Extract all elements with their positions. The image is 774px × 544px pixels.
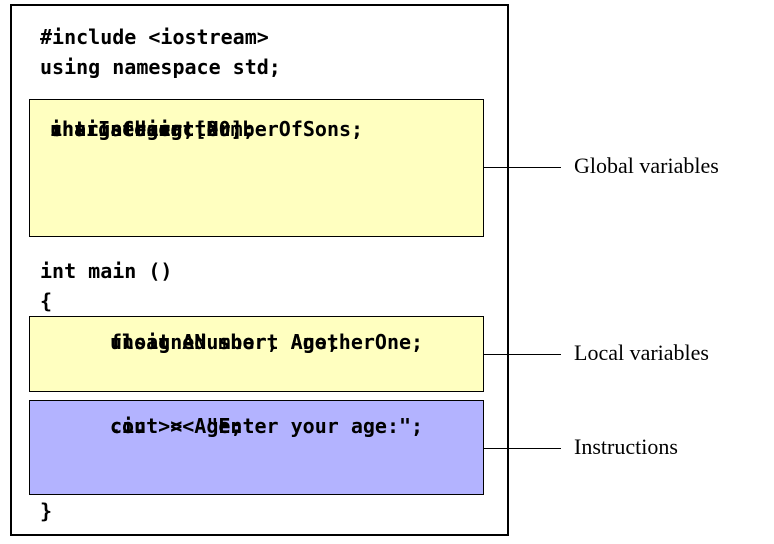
instructions-label: Instructions: [574, 434, 678, 459]
local-leader-line: [483, 354, 561, 355]
code-line: cout << "Enter your age:";: [110, 414, 424, 438]
close-brace-line: }: [40, 499, 53, 523]
code-line: ...: [110, 414, 147, 438]
local-variables-box: unsigned short Age; float ANumber, Anoth…: [29, 316, 484, 392]
code-line: int Integer;: [50, 117, 195, 141]
code-line: char string [20];: [50, 117, 255, 141]
global-variables-label: Global variables: [574, 153, 719, 178]
code-line: unsigned int NumberOfSons;: [50, 117, 364, 141]
closing-code: }: [40, 496, 52, 526]
code-line: cin >> Age;: [110, 414, 243, 438]
include-line: #include <iostream>: [40, 25, 269, 49]
code-line: char aCharacter;: [50, 117, 243, 141]
local-variables-label: Local variables: [574, 340, 709, 365]
global-variables-box: int Integer; char aCharacter; char strin…: [29, 99, 484, 237]
open-brace-line: {: [40, 289, 53, 313]
main-code: int main () {: [40, 256, 172, 316]
instructions-box: cout << "Enter your age:"; cin >> Age; .…: [29, 400, 484, 495]
code-frame: #include <iostream> using namespace std;…: [10, 4, 509, 536]
global-leader-line: [483, 167, 561, 168]
namespace-line: using namespace std;: [40, 55, 281, 79]
code-line: float ANumber, AnotherOne;: [110, 330, 424, 354]
code-line: unsigned short Age;: [110, 330, 339, 354]
main-signature-line: int main (): [40, 259, 173, 283]
instructions-leader-line: [483, 448, 561, 449]
header-code: #include <iostream> using namespace std;: [40, 22, 281, 82]
